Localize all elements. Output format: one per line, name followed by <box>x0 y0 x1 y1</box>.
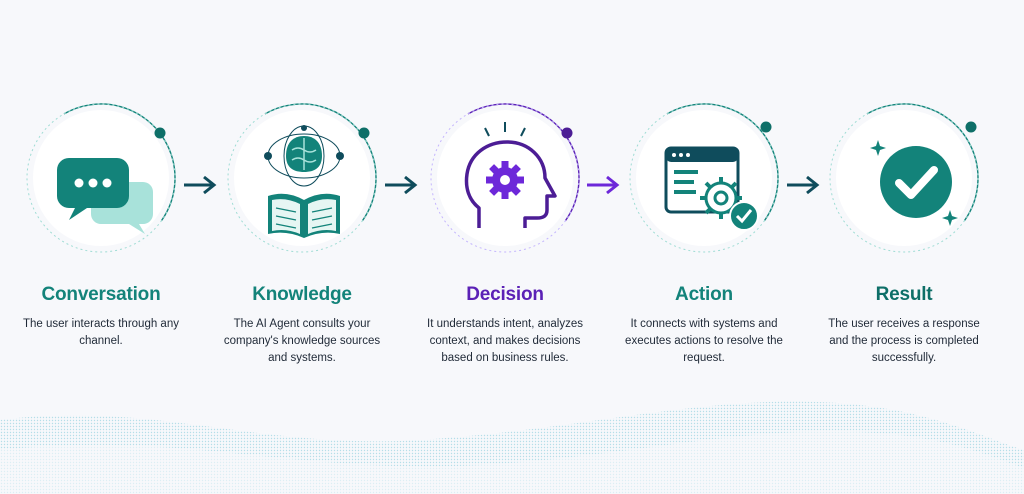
step-description: The AI Agent consults your company's kno… <box>223 318 381 364</box>
chat-bubbles-icon <box>57 158 153 234</box>
step-title: Conversation <box>41 284 161 305</box>
step-title: Result <box>875 284 933 305</box>
step-description: The user receives a response and the pro… <box>828 318 980 364</box>
step-title: Decision <box>466 284 544 305</box>
arrow-right-icon <box>184 175 217 195</box>
checkmark-icon <box>870 140 958 226</box>
step-description: It connects with systems and executes ac… <box>625 318 783 364</box>
brain-book-icon <box>264 125 344 238</box>
decorative-wave <box>0 401 1024 494</box>
step-result: Result The user receives a response and … <box>814 100 994 367</box>
window-gear-check-icon <box>664 146 759 231</box>
step-description: The user interacts through any channel. <box>23 318 179 347</box>
icon-circle <box>427 100 583 256</box>
step-description: It understands intent, analyzes context,… <box>427 318 583 364</box>
icon-circle <box>224 100 380 256</box>
head-gear-icon <box>464 122 557 228</box>
step-decision: Decision It understands intent, analyzes… <box>415 100 595 367</box>
arrow-right-icon <box>385 175 418 195</box>
step-action: Action It connects with systems and exec… <box>614 100 794 367</box>
icon-circle <box>626 100 782 256</box>
step-conversation: Conversation The user interacts through … <box>11 100 191 350</box>
step-title: Action <box>675 284 733 305</box>
arrow-right-icon <box>587 175 620 195</box>
icon-circle <box>23 100 179 256</box>
step-title: Knowledge <box>252 284 352 305</box>
step-knowledge: Knowledge The AI Agent consults your com… <box>212 100 392 367</box>
icon-circle <box>826 100 982 256</box>
arrow-right-icon <box>787 175 820 195</box>
